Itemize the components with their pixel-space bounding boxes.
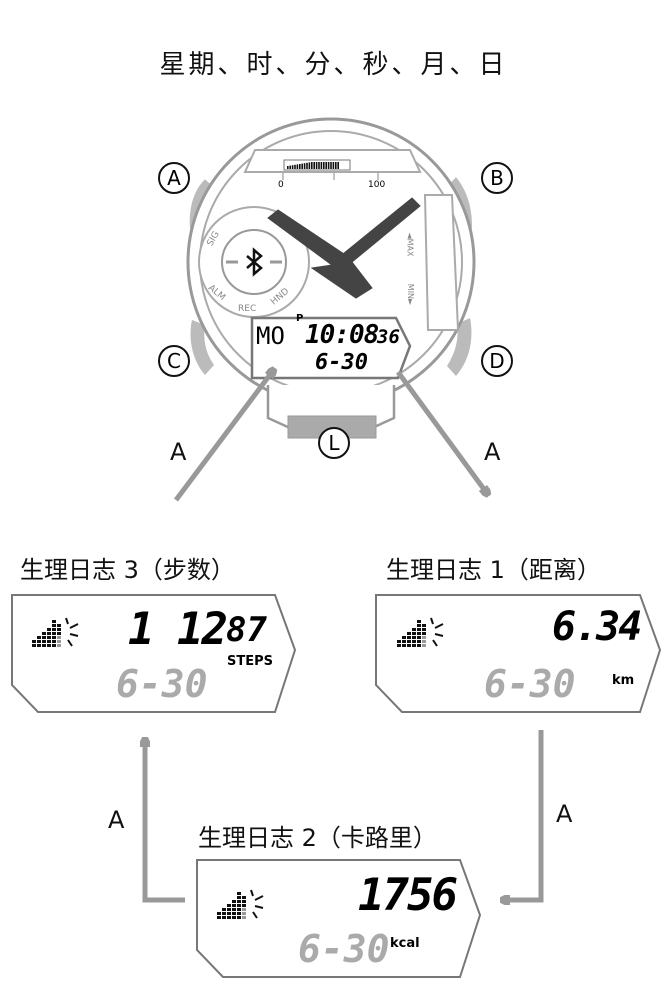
button-d-shape[interactable] (447, 318, 472, 376)
page-title: 星期、时、分、秒、月、日 (159, 50, 508, 80)
lcd-seconds: 36 (377, 326, 400, 348)
arrow-watch-to-distance (395, 370, 486, 492)
arrow-label-right-top: A (484, 438, 501, 466)
arrow-distance-to-calories (505, 730, 544, 900)
distance-date: 6-30 (484, 662, 576, 706)
activity-graph-icon-calories (217, 889, 264, 919)
arrow-calories-to-steps (145, 742, 185, 903)
arrow-label-right-bottom: A (556, 800, 573, 828)
button-c-shape[interactable] (190, 320, 214, 375)
steps-date: 6-30 (116, 662, 208, 706)
watch (186, 117, 476, 439)
panel-distance-frame (375, 594, 662, 713)
activity-graph-icon-steps (32, 617, 79, 647)
bezel-label-rec: REC (238, 304, 257, 314)
arrows (145, 370, 544, 903)
arrow-watch-to-steps (174, 372, 272, 502)
distance-unit: km (612, 673, 635, 688)
min-label: MIN► (406, 283, 416, 306)
gauge-label-0: 0 (278, 180, 284, 190)
distance-title: 生理日志 1（距离） (386, 556, 601, 584)
button-d-label: D (481, 345, 513, 377)
gauge-label-100: 100 (368, 180, 386, 190)
activity-graph-icon-distance (397, 617, 444, 647)
calories-value: 1756 (358, 870, 458, 921)
calories-date: 6-30 (298, 927, 390, 971)
lcd-time: 10:08 (305, 320, 379, 350)
button-b-label: B (481, 162, 513, 194)
power-gauge (283, 159, 351, 171)
panel-steps-frame (11, 594, 297, 713)
panel-calories-frame (196, 859, 482, 978)
lcd-date: 6-30 (315, 350, 368, 375)
lcd-pm-indicator: P (296, 313, 304, 324)
button-c-label: C (158, 345, 190, 377)
steps-unit: STEPS (227, 654, 274, 669)
calories-unit: kcal (390, 936, 420, 951)
steps-value-small: 87 (226, 610, 267, 650)
bluetooth-icon (246, 247, 263, 277)
distance-value: 6.34 (552, 604, 642, 650)
button-a-label: A (158, 162, 190, 194)
max-label: ◄MAX (405, 232, 415, 257)
button-l-label: L (318, 427, 350, 459)
steps-value-main: 1 12 (128, 604, 228, 655)
steps-title: 生理日志 3（步数） (20, 556, 235, 584)
calories-title: 生理日志 2（卡路里） (198, 824, 437, 852)
arrow-label-left-top: A (170, 438, 187, 466)
main-lcd (250, 316, 412, 380)
arrow-label-left-bottom: A (108, 806, 125, 834)
lcd-day: MO (256, 322, 285, 350)
